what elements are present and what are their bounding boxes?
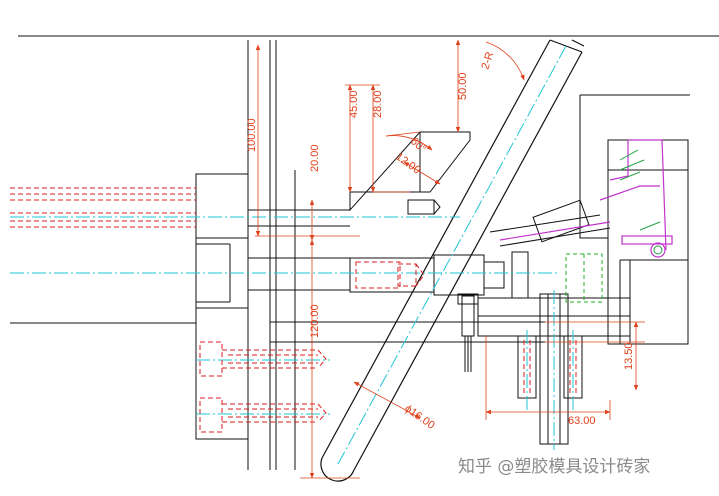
dim-50: 50.00	[457, 72, 469, 100]
angle-pin	[320, 39, 585, 482]
dim-120: 120.00	[309, 304, 321, 338]
dim-phi16: ϕ16.00	[402, 403, 436, 432]
hidden-lines	[10, 187, 577, 433]
dim-20: 20.00	[309, 144, 321, 172]
dim-63: 63.00	[568, 415, 596, 427]
dim-12: 12.00	[393, 151, 422, 177]
plastic-part	[499, 139, 673, 258]
dim-28: 28.00	[372, 90, 384, 118]
center-lines	[10, 45, 574, 465]
dim-13-5: 13.50	[623, 342, 635, 370]
dim-45: 45.00	[348, 90, 360, 118]
watermark: 知乎 @塑胶模具设计砖家	[458, 457, 651, 477]
hidden-lines-green	[565, 253, 603, 303]
dim-r2: 2-R	[479, 50, 496, 71]
dim-100: 100.00	[246, 118, 258, 152]
dimension-lines	[255, 39, 645, 479]
mold-outline	[10, 35, 719, 470]
part-green-hatch	[619, 149, 663, 255]
